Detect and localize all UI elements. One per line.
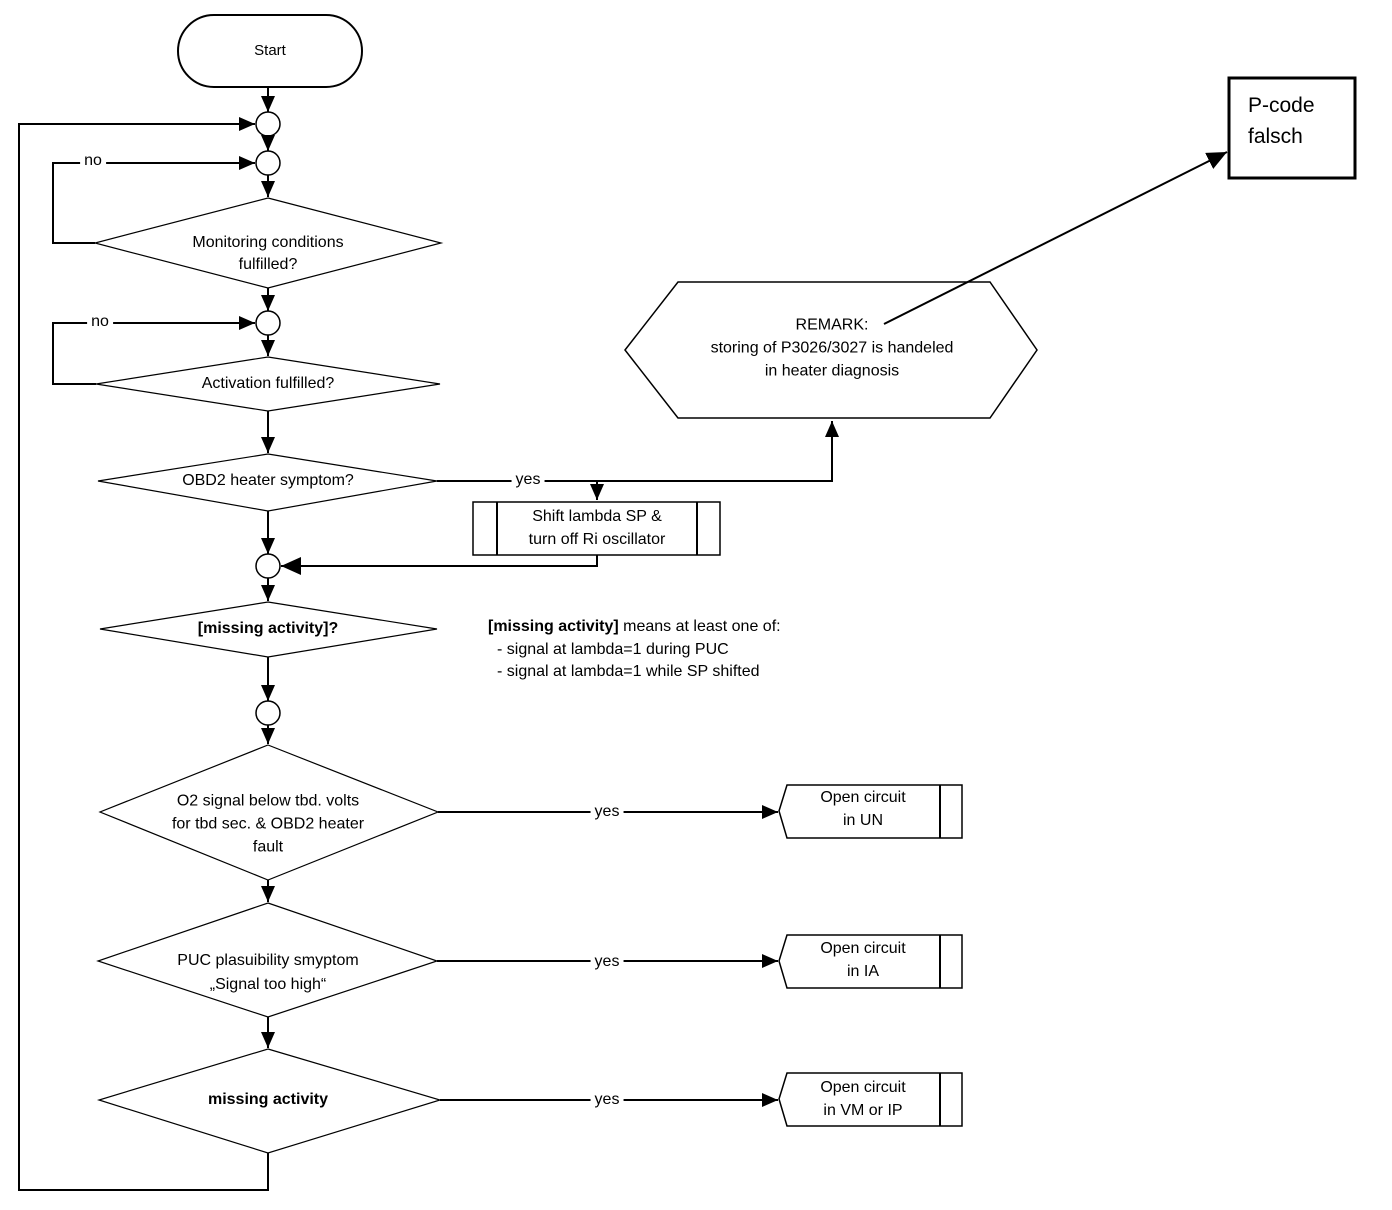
yes-o2-label: yes [590,801,624,823]
open-circuit-vm-box [778,1072,963,1127]
shift-lambda-box-outline [472,501,721,556]
activation-fulfilled-label: Activation fulfilled? [201,375,335,392]
open-circuit-vm-label: Open circuit in VM or IP [820,1076,905,1122]
note-item-1: - signal at lambda=1 during PUC [497,641,729,658]
pcode-line2: falsch [1248,125,1303,148]
remark-line1: REMARK: [795,316,869,334]
yes-puc-label: yes [590,951,624,973]
edge-no-activation [52,316,255,385]
edge-yes-obd2-to-remark [437,421,839,482]
open-circuit-ia-outline [778,934,963,989]
note-item-2: - signal at lambda=1 while SP shifted [497,663,760,680]
connector-circle-1 [255,111,281,137]
monitoring-conditions-label: Monitoring conditions fulfilled? [192,232,343,276]
pcode-falsch-label: P-code falsch [1248,90,1315,152]
note-heading-bold: [missing activity] [488,618,619,635]
puc-line1: PUC plasuibility smyptom [177,952,359,969]
open-circuit-un-line1: Open circuit [820,789,906,806]
open-circuit-ia-box [778,934,963,989]
pcode-line1: P-code [1248,94,1315,117]
monitoring-line2: fulfilled? [238,256,298,273]
open-circuit-un-box [778,784,963,839]
shift-lambda-line1: Shift lambda SP & [532,508,662,525]
edge-loop-back [18,117,269,1191]
shift-lambda-label: Shift lambda SP & turn off Ri oscillator [529,505,666,551]
monitoring-line1: Monitoring conditions [192,234,344,251]
connector-circle-2 [255,150,281,176]
open-circuit-vm-line2: in VM or IP [823,1102,903,1119]
open-circuit-un-line2: in UN [842,812,883,829]
obd2-heater-symptom-label: OBD2 heater symptom? [182,472,354,489]
open-circuit-ia-label: Open circuit in IA [820,937,905,983]
open-circuit-ia-line2: in IA [846,963,879,980]
no-activation-label: no [87,311,113,333]
edge-shift-to-c4 [281,555,598,575]
puc-plausibility-label: PUC plasuibility smyptom „Signal too hig… [177,949,358,997]
no-monitoring-label: no [80,150,106,172]
note-heading: [missing activity] means at least one of… [488,616,781,638]
start-label: Start [254,42,286,59]
connector-circle-5 [255,700,281,726]
open-circuit-un-label: Open circuit in UN [820,786,905,832]
open-circuit-vm-line1: Open circuit [820,1079,906,1096]
open-circuit-vm-outline [778,1072,963,1127]
o2-signal-line1: O2 signal below tbd. volts [176,792,360,810]
shift-lambda-process-box [472,501,721,556]
connector-circle-4 [255,553,281,579]
remark-line2: storing of P3026/3027 is handeled [710,339,954,357]
o2-signal-label: O2 signal below tbd. volts for tbd sec. … [172,790,364,859]
missing-activity-label: missing activity [207,1091,329,1108]
pcode-falsch-box [1227,76,1357,180]
remark-line3: in heater diagnosis [764,362,900,380]
note-heading-rest: means at least one of: [618,618,781,635]
puc-line2: „Signal too high“ [209,976,327,993]
start-terminator [177,14,363,88]
missing-activity-question-label: [missing activity]? [197,620,339,637]
remark-hexagon [624,281,1038,419]
o2-signal-line2: for tbd sec. & OBD2 heater [171,815,365,833]
edge-remark-to-pcode [883,151,1228,325]
remark-label: REMARK: storing of P3026/3027 is handele… [711,314,954,383]
edge-no-monitoring [52,156,255,244]
shift-lambda-line2: turn off Ri oscillator [528,531,666,548]
connector-circle-3 [255,310,281,336]
open-circuit-ia-line1: Open circuit [820,940,906,957]
o2-signal-line3: fault [252,838,284,856]
yes-missing-label: yes [590,1089,624,1111]
open-circuit-un-outline [778,784,963,839]
yes-obd2-label: yes [511,469,545,491]
